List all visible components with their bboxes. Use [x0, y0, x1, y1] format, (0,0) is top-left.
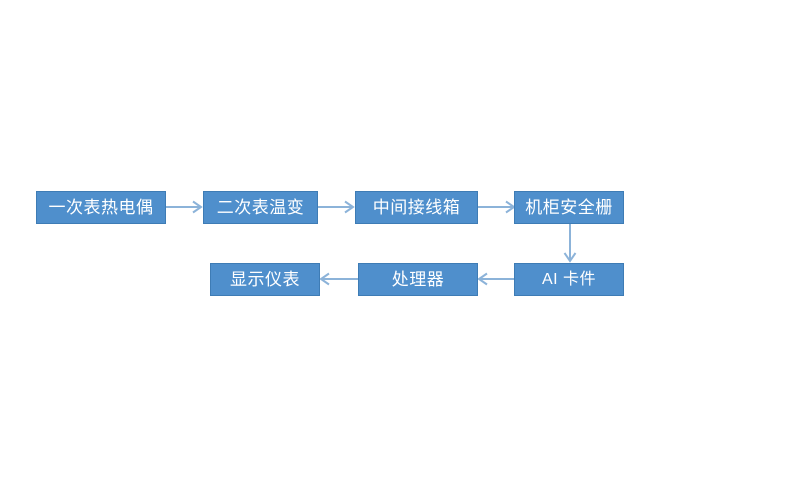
node-thermocouple[interactable]: 一次表热电偶 — [36, 191, 166, 224]
node-junction-box[interactable]: 中间接线箱 — [355, 191, 478, 224]
arrow-safety-barrier-to-ai-card — [562, 224, 578, 264]
node-transmitter[interactable]: 二次表温变 — [203, 191, 318, 224]
arrow-junction-box-to-safety-barrier — [478, 199, 516, 215]
node-display-meter[interactable]: 显示仪表 — [210, 263, 320, 296]
arrow-processor-to-display-meter — [319, 271, 360, 287]
arrow-ai-card-to-processor — [477, 271, 516, 287]
node-processor[interactable]: 处理器 — [358, 263, 478, 296]
arrow-thermocouple-to-transmitter — [166, 199, 203, 215]
arrow-transmitter-to-junction-box — [318, 199, 355, 215]
node-ai-card[interactable]: AI 卡件 — [514, 263, 624, 296]
node-safety-barrier[interactable]: 机柜安全栅 — [514, 191, 624, 224]
